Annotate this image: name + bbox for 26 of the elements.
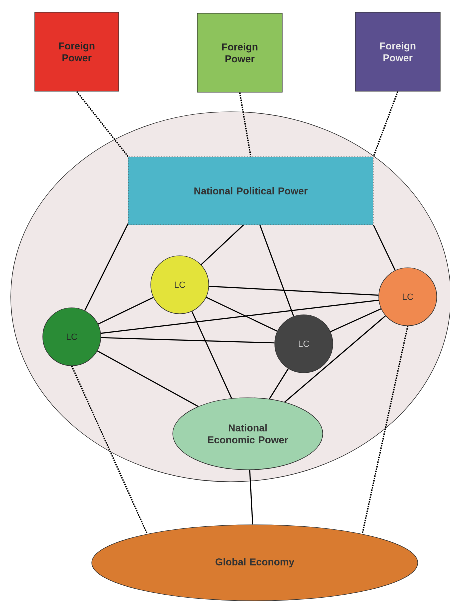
connector-line bbox=[269, 368, 290, 400]
political-power-box: National Political Power bbox=[128, 156, 374, 226]
global-economy-oval: Global Economy bbox=[92, 524, 418, 602]
connector-line bbox=[284, 316, 386, 403]
dotted-line bbox=[362, 326, 409, 534]
connector-line bbox=[330, 308, 382, 332]
dotted-line bbox=[71, 366, 148, 534]
connector-line bbox=[100, 300, 380, 334]
economic-power-oval: National Economic Power bbox=[172, 398, 324, 470]
connector-line bbox=[200, 224, 244, 266]
connector-line bbox=[192, 311, 232, 399]
connector-line bbox=[97, 350, 199, 408]
connector-line bbox=[84, 224, 129, 312]
power-box: Foreign Power bbox=[355, 12, 441, 92]
connector-line bbox=[98, 297, 154, 325]
power-box: Foreign Power bbox=[197, 13, 283, 93]
connector-line bbox=[373, 224, 396, 271]
power-box: Foreign Power bbox=[34, 12, 120, 92]
connector-line bbox=[249, 470, 254, 525]
dotted-line bbox=[76, 91, 129, 158]
connector-line bbox=[209, 286, 379, 296]
dotted-line bbox=[239, 92, 252, 157]
connector-line bbox=[206, 297, 278, 332]
connector-line bbox=[101, 337, 275, 344]
dotted-line bbox=[373, 92, 399, 158]
connector-line bbox=[260, 225, 294, 317]
